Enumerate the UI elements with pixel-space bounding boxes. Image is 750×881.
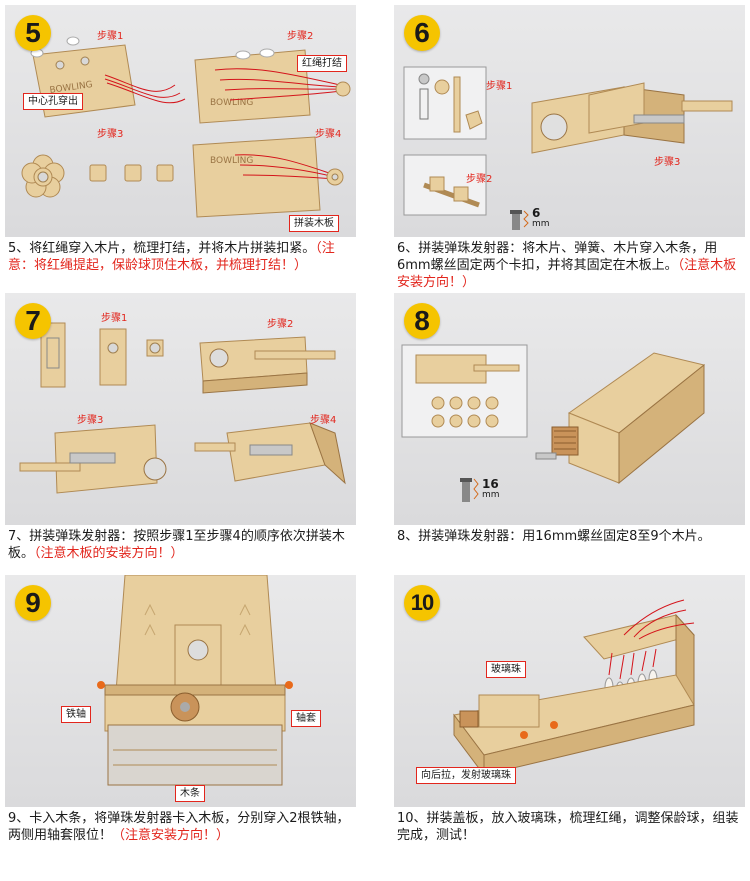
- step-label: 步骤4: [315, 125, 341, 140]
- step-label: 步骤1: [101, 309, 127, 324]
- panel-7-photo: 7 步骤1 步骤2 步骤3 步骤4: [5, 293, 356, 525]
- step-label: 步骤2: [287, 27, 313, 42]
- panel-9-caption: 9、卡入木条，将弹珠发射器卡入木板，分别穿入2根铁轴，两侧用轴套限位！（注意安装…: [8, 810, 358, 844]
- panel-5-photo: BOWLING BOWLING BOWLING 5 步骤1 步骤2 步骤3 步骤…: [5, 5, 356, 237]
- step-label: 步骤1: [486, 77, 512, 92]
- panel-5-caption: 5、将红绳穿入木片，梳理打结，并将木片拼装扣紧。（注意：将红绳提起，保龄球顶住木…: [8, 240, 358, 274]
- screw-length: 16: [482, 479, 500, 490]
- callout-assemble-board: 拼装木板: [289, 215, 339, 232]
- screw-unit: mm: [532, 219, 550, 230]
- step-number-badge: 9: [15, 585, 51, 621]
- panel-9-illustration: [5, 575, 356, 807]
- step-label: 步骤3: [97, 125, 123, 140]
- caption-text: 10、拼装盖板，放入玻璃珠，梳理红绳，调整保龄球，组装完成，测试！: [397, 811, 739, 843]
- step-number-badge: 8: [404, 303, 440, 339]
- step-number-badge: 7: [15, 303, 51, 339]
- callout-iron-shaft: 铁轴: [61, 706, 91, 723]
- step-label: 步骤4: [310, 411, 336, 426]
- callout-pull-back: 向后拉，发射玻璃珠: [416, 767, 516, 784]
- caption-warning: （注意安装方向！）: [112, 828, 229, 843]
- step-number-badge: 6: [404, 15, 440, 51]
- panel-8-caption: 8、拼装弹珠发射器：用16mm螺丝固定8至9个木片。: [397, 528, 747, 545]
- caption-text: 6、拼装弹珠发射器：将木片、弹簧、木片穿入木条，用6mm螺丝固定两个卡扣，并将其…: [397, 241, 717, 273]
- callout-tie-knot: 红绳打结: [297, 55, 347, 72]
- step-label: 步骤3: [77, 411, 103, 426]
- step-label: 步骤2: [267, 315, 293, 330]
- screw-length: 6: [532, 208, 550, 219]
- panel-6-caption: 6、拼装弹珠发射器：将木片、弹簧、木片穿入木条，用6mm螺丝固定两个卡扣，并将其…: [397, 240, 747, 291]
- callout-center-hole: 中心孔穿出: [23, 93, 83, 110]
- step-label: 步骤1: [97, 27, 123, 42]
- callout-shaft-sleeve: 轴套: [291, 710, 321, 727]
- panel-8-illustration: [394, 293, 745, 525]
- panel-6-illustration: [394, 5, 745, 237]
- panel-7-illustration: [5, 293, 356, 525]
- step-label: 步骤2: [466, 170, 492, 185]
- step-number-badge: 10: [404, 585, 440, 621]
- screw-unit: mm: [482, 490, 500, 501]
- svg-text:BOWLING: BOWLING: [210, 156, 253, 166]
- panel-10-photo: 10 玻璃珠 向后拉，发射玻璃珠: [394, 575, 745, 807]
- step-number-badge: 5: [15, 15, 51, 51]
- callout-glass-marble: 玻璃珠: [486, 661, 526, 678]
- panel-8-photo: 8 16 mm: [394, 293, 745, 525]
- screw-size-label: 6 mm: [532, 208, 550, 230]
- screw-size-label: 16 mm: [482, 479, 500, 501]
- panel-7-caption: 7、拼装弹珠发射器：按照步骤1至步骤4的顺序依次拼装木板。（注意木板的安装方向！…: [8, 528, 358, 562]
- caption-text: 5、将红绳穿入木片，梳理打结，并将木片拼装扣紧。: [8, 241, 315, 256]
- panel-10-caption: 10、拼装盖板，放入玻璃珠，梳理红绳，调整保龄球，组装完成，测试！: [397, 810, 747, 844]
- panel-6-photo: 6 步骤1 步骤2 步骤3 6 mm: [394, 5, 745, 237]
- caption-warning: （注意木板的安装方向！）: [34, 546, 184, 561]
- step-label: 步骤3: [654, 153, 680, 168]
- panel-9-photo: 9 铁轴 轴套 木条: [5, 575, 356, 807]
- callout-wood-strip: 木条: [175, 785, 205, 802]
- caption-text: 8、拼装弹珠发射器：用16mm螺丝固定8至9个木片。: [397, 529, 711, 544]
